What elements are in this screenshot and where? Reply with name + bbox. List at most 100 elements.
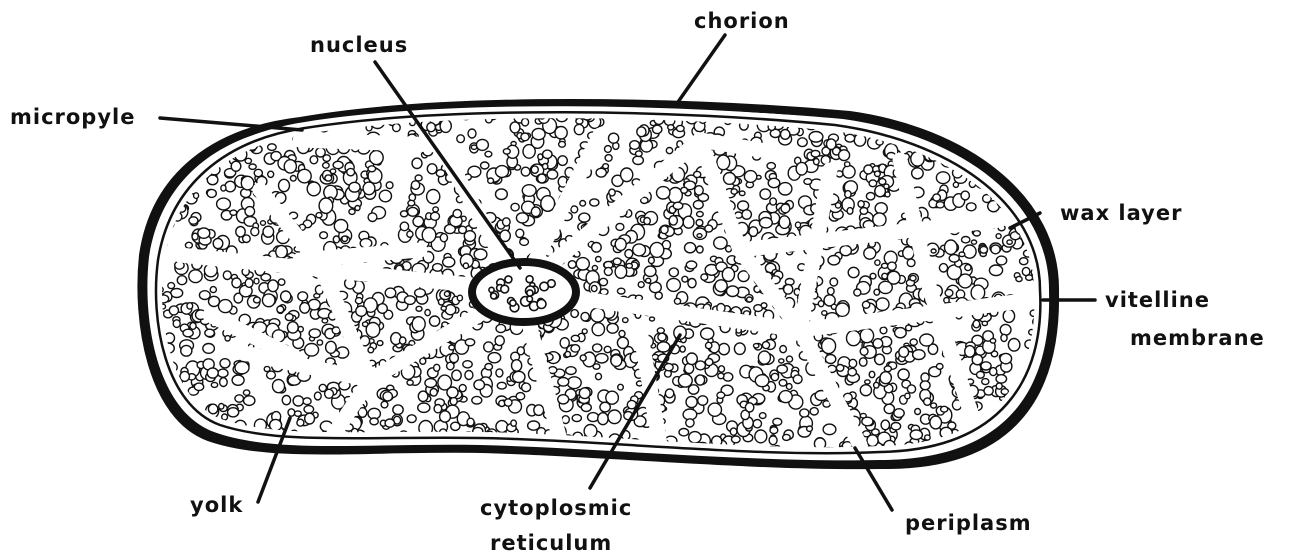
yolk-granule (181, 345, 192, 356)
yolk-granule (522, 383, 531, 392)
yolk-granule (1025, 164, 1034, 171)
yolk-granule (254, 169, 262, 176)
yolk-granule (440, 120, 451, 133)
yolk-granule (979, 114, 986, 120)
yolk-granule (261, 452, 270, 461)
yolk-granule (516, 229, 524, 237)
yolk-granule (744, 171, 756, 183)
yolk-granule (839, 150, 850, 161)
yolk-granule (910, 275, 916, 280)
yolk-granule (1021, 135, 1026, 140)
yolk-granule (685, 243, 696, 253)
yolk-granule (169, 306, 178, 315)
yolk-granule (945, 289, 953, 296)
yolk-granule (884, 366, 891, 372)
yolk-granule (1036, 190, 1049, 200)
yolk-granule (990, 339, 995, 344)
yolk-granule (717, 155, 730, 170)
yolk-granule (1014, 128, 1026, 140)
yolk-granule (521, 167, 530, 176)
yolk-granule (777, 365, 787, 373)
yolk-granule (488, 353, 501, 363)
yolk-granule (732, 436, 741, 443)
yolk-granule (166, 455, 180, 469)
yolk-granule (762, 342, 769, 349)
yolk-granule (366, 323, 380, 338)
yolk-granule (1019, 155, 1029, 165)
yolk-granule (164, 128, 176, 137)
yolk-granule (978, 102, 992, 116)
yolk-granule (674, 298, 680, 304)
nucleus-granule (537, 300, 546, 309)
yolk-granule (210, 287, 216, 293)
yolk-granule (1030, 439, 1040, 447)
yolk-granule (400, 337, 406, 344)
yolk-granule (476, 139, 488, 150)
yolk-granule (596, 373, 602, 379)
yolk-granule (208, 404, 217, 414)
yolk-granule (996, 375, 1007, 383)
nucleus-granule (505, 276, 512, 283)
yolk-granule (915, 114, 922, 121)
yolk-granule (463, 361, 472, 368)
yolk-granule (158, 434, 172, 446)
yolk-granule (840, 246, 851, 256)
yolk-granule (199, 291, 210, 300)
yolk-granule (823, 424, 836, 435)
yolk-granule (558, 156, 567, 166)
yolk-granule (146, 406, 156, 414)
yolk-granule (870, 273, 876, 279)
yolk-granule (411, 181, 419, 190)
yolk-granule (588, 413, 599, 422)
yolk-granule (522, 118, 529, 126)
yolk-granule (451, 422, 460, 430)
yolk-granule (408, 207, 418, 216)
yolk-granule (944, 298, 949, 303)
yolk-granule (984, 387, 993, 396)
yolk-granule (1019, 121, 1026, 129)
yolk-granule (915, 409, 921, 415)
yolk-granule (967, 135, 979, 147)
leader-chorion (678, 35, 725, 102)
yolk-granule (531, 166, 538, 173)
yolk-granule (177, 276, 186, 285)
yolk-granule (897, 109, 902, 114)
yolk-granule (980, 246, 988, 253)
yolk-granule (310, 156, 318, 164)
yolk-granule (203, 135, 213, 146)
yolk-granule (149, 447, 161, 460)
yolk-granule (893, 106, 906, 120)
yolk-granule (1042, 445, 1047, 449)
yolk-granule (155, 180, 160, 185)
yolk-granule (996, 256, 1006, 265)
yolk-granule (809, 132, 823, 143)
yolk-granule (845, 162, 850, 167)
yolk-granule (859, 358, 867, 366)
yolk-granule (285, 314, 293, 321)
yolk-granule (885, 192, 890, 197)
yolk-granule (966, 203, 976, 211)
yolk-granule (591, 308, 605, 322)
yolk-granule (667, 278, 681, 291)
yolk-granule (572, 415, 581, 422)
yolk-granule (625, 250, 633, 258)
yolk-granule (264, 366, 270, 371)
yolk-granule (593, 344, 602, 352)
yolk-granule (368, 166, 376, 172)
yolk-granule (181, 459, 189, 468)
yolk-granule (633, 244, 646, 256)
yolk-granule (1023, 184, 1032, 193)
yolk-granule (981, 115, 990, 124)
yolk-granule (263, 226, 274, 237)
yolk-granule (245, 279, 253, 288)
yolk-granule (298, 169, 312, 183)
yolk-granule (596, 257, 601, 262)
yolk-granule (941, 406, 948, 412)
yolk-granule (606, 391, 619, 404)
yolk-granule (879, 281, 893, 293)
yolk-granule (433, 264, 443, 272)
yolk-granule (739, 191, 745, 196)
yolk-granule (1045, 387, 1052, 393)
yolk-granule (579, 388, 590, 399)
yolk-granule (440, 411, 451, 422)
